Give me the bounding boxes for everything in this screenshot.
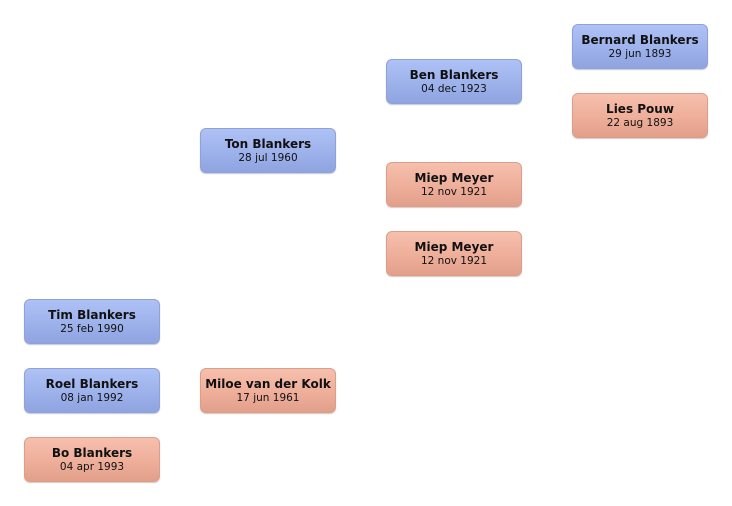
person-card-tim-blankers[interactable]: Tim Blankers 25 feb 1990 (24, 299, 160, 344)
person-name: Ben Blankers (409, 67, 499, 82)
person-name: Miloe van der Kolk (205, 376, 331, 391)
person-birth-date: 28 jul 1960 (238, 151, 298, 164)
person-birth-date: 22 aug 1893 (606, 116, 674, 129)
person-card-ton-blankers[interactable]: Ton Blankers 28 jul 1960 (200, 128, 336, 173)
person-birth-date: 17 jun 1961 (236, 391, 300, 404)
person-card-ben-blankers[interactable]: Ben Blankers 04 dec 1923 (386, 59, 522, 104)
person-name: Bernard Blankers (581, 32, 699, 47)
person-name: Ton Blankers (224, 136, 312, 151)
person-birth-date: 29 jun 1893 (608, 47, 672, 60)
person-name: Miep Meyer (414, 239, 494, 254)
person-card-miloe-van-der-kolk[interactable]: Miloe van der Kolk 17 jun 1961 (200, 368, 336, 413)
person-name: Lies Pouw (606, 101, 674, 116)
person-name: Miep Meyer (414, 170, 494, 185)
person-card-bo-blankers[interactable]: Bo Blankers 04 apr 1993 (24, 437, 160, 482)
person-card-bernard-blankers[interactable]: Bernard Blankers 29 jun 1893 (572, 24, 708, 69)
person-birth-date: 08 jan 1992 (60, 391, 124, 404)
person-card-lies-pouw[interactable]: Lies Pouw 22 aug 1893 (572, 93, 708, 138)
person-name: Tim Blankers (48, 307, 136, 322)
person-card-miep-meyer[interactable]: Miep Meyer 12 nov 1921 (386, 162, 522, 207)
person-birth-date: 25 feb 1990 (60, 322, 124, 335)
person-card-miep-meyer-2[interactable]: Miep Meyer 12 nov 1921 (386, 231, 522, 276)
person-name: Bo Blankers (51, 445, 133, 460)
person-birth-date: 04 apr 1993 (59, 460, 125, 473)
person-birth-date: 04 dec 1923 (421, 82, 487, 95)
person-birth-date: 12 nov 1921 (420, 185, 488, 198)
person-birth-date: 12 nov 1921 (420, 254, 488, 267)
person-name: Roel Blankers (45, 376, 139, 391)
person-card-roel-blankers[interactable]: Roel Blankers 08 jan 1992 (24, 368, 160, 413)
